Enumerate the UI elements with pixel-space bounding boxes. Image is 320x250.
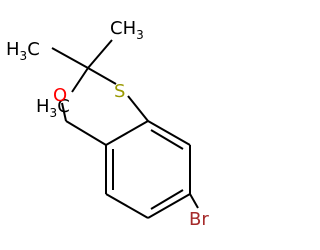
methyl-left-label: H3C	[6, 39, 40, 63]
bond-ring-4	[105, 193, 149, 219]
atom-labels: H3C CH3 H3C O S Br	[6, 18, 209, 230]
bond-ring-1	[147, 120, 191, 146]
bond-ring-inner-1	[150, 129, 184, 150]
bond-tbu-c-methyl-right	[87, 39, 113, 69]
bond-tbu-c-methyl-low	[71, 67, 89, 93]
bond-ring-inner-2	[150, 189, 184, 210]
bond-tbu-c-methyl-left	[51, 47, 89, 69]
bond-tbu-c-sulfur	[87, 67, 117, 85]
bond-ring-bromine	[189, 193, 199, 209]
molecule-structure: H3C CH3 H3C O S Br	[6, 18, 209, 230]
methyl-low-label: H3C	[36, 96, 70, 120]
methyl-right-label: CH3	[110, 18, 144, 42]
oxygen-label: O	[53, 85, 67, 106]
bond-ring-ch2	[65, 120, 107, 146]
bond-sulfur-ring	[127, 95, 149, 122]
bonds	[51, 39, 199, 219]
bond-ring-6	[105, 120, 149, 146]
bond-ring-3	[147, 193, 191, 219]
sulfur-label: S	[114, 81, 125, 102]
bond-ch2-oxygen	[61, 102, 67, 122]
bromine-label: Br	[189, 209, 209, 230]
